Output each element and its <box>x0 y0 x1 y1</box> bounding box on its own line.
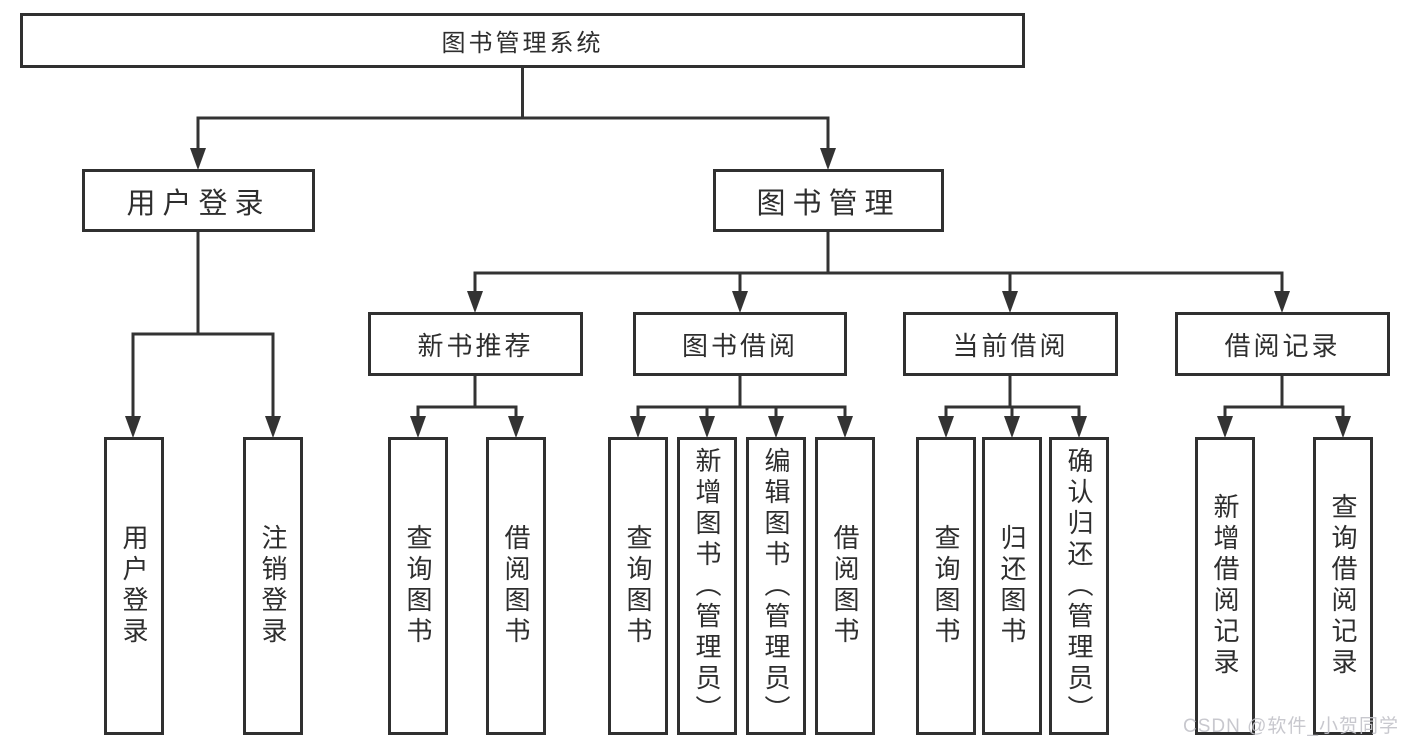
node-label: 借阅记录 <box>1224 330 1341 361</box>
node-borrow-records: 借阅记录 <box>1175 312 1390 376</box>
node-label: 图书管理 <box>756 187 901 220</box>
csdn-watermark: CSDN @软件_小贺同学 <box>1183 716 1399 737</box>
node-label: 图书管理系统 <box>441 30 604 57</box>
leaf-return-books: 归还图书 <box>982 437 1042 735</box>
leaf-add-borrow-record: 新增借阅记录 <box>1195 437 1255 735</box>
node-label: 新书推荐 <box>417 330 534 361</box>
node-user-login: 用户登录 <box>82 169 315 232</box>
node-library-management-system: 图书管理系统 <box>20 13 1025 68</box>
node-label: 查询图书 <box>931 524 961 648</box>
node-label: 新增图书（管理员） <box>692 446 722 726</box>
leaf-borrow-books: 借阅图书 <box>815 437 875 735</box>
node-book-borrow: 图书借阅 <box>633 312 847 376</box>
leaf-confirm-return-admin: 确认归还（管理员） <box>1049 437 1109 735</box>
branch-current-borrow <box>938 376 1087 438</box>
node-label: 查询图书 <box>403 524 433 648</box>
leaf-logout: 注销登录 <box>243 437 303 735</box>
branch-book-management <box>467 232 1290 313</box>
branch-user-login <box>125 232 281 438</box>
node-label: 查询图书 <box>623 524 653 648</box>
node-label: 新增借阅记录 <box>1210 493 1240 679</box>
leaf-edit-books-admin: 编辑图书（管理员） <box>746 437 806 735</box>
node-new-book-recommend: 新书推荐 <box>368 312 583 376</box>
node-label: 图书借阅 <box>681 330 798 361</box>
node-current-borrow: 当前借阅 <box>903 312 1118 376</box>
branch-new-book-recommend <box>410 376 524 438</box>
leaf-borrow-books-recommend: 借阅图书 <box>486 437 546 735</box>
branch-book-borrow <box>630 376 853 438</box>
leaf-user-login: 用户登录 <box>104 437 164 735</box>
node-label: 查询借阅记录 <box>1328 493 1358 679</box>
node-label: 借阅图书 <box>830 524 860 648</box>
leaf-query-books-current: 查询图书 <box>916 437 976 735</box>
leaf-add-books-admin: 新增图书（管理员） <box>677 437 737 735</box>
node-book-management: 图书管理 <box>713 169 944 232</box>
branch-root <box>190 68 836 170</box>
leaf-query-borrow-record: 查询借阅记录 <box>1313 437 1373 735</box>
node-label: 用户登录 <box>126 187 271 220</box>
leaf-query-books-borrow: 查询图书 <box>608 437 668 735</box>
node-label: 用户登录 <box>119 524 149 648</box>
node-label: 注销登录 <box>258 524 288 648</box>
node-label: 借阅图书 <box>501 524 531 648</box>
node-label: 确认归还（管理员） <box>1064 446 1094 726</box>
node-label: 当前借阅 <box>952 330 1069 361</box>
node-label: 归还图书 <box>997 524 1027 648</box>
leaf-query-books-recommend: 查询图书 <box>388 437 448 735</box>
branch-borrow-records <box>1217 376 1351 438</box>
node-label: 编辑图书（管理员） <box>761 446 791 726</box>
